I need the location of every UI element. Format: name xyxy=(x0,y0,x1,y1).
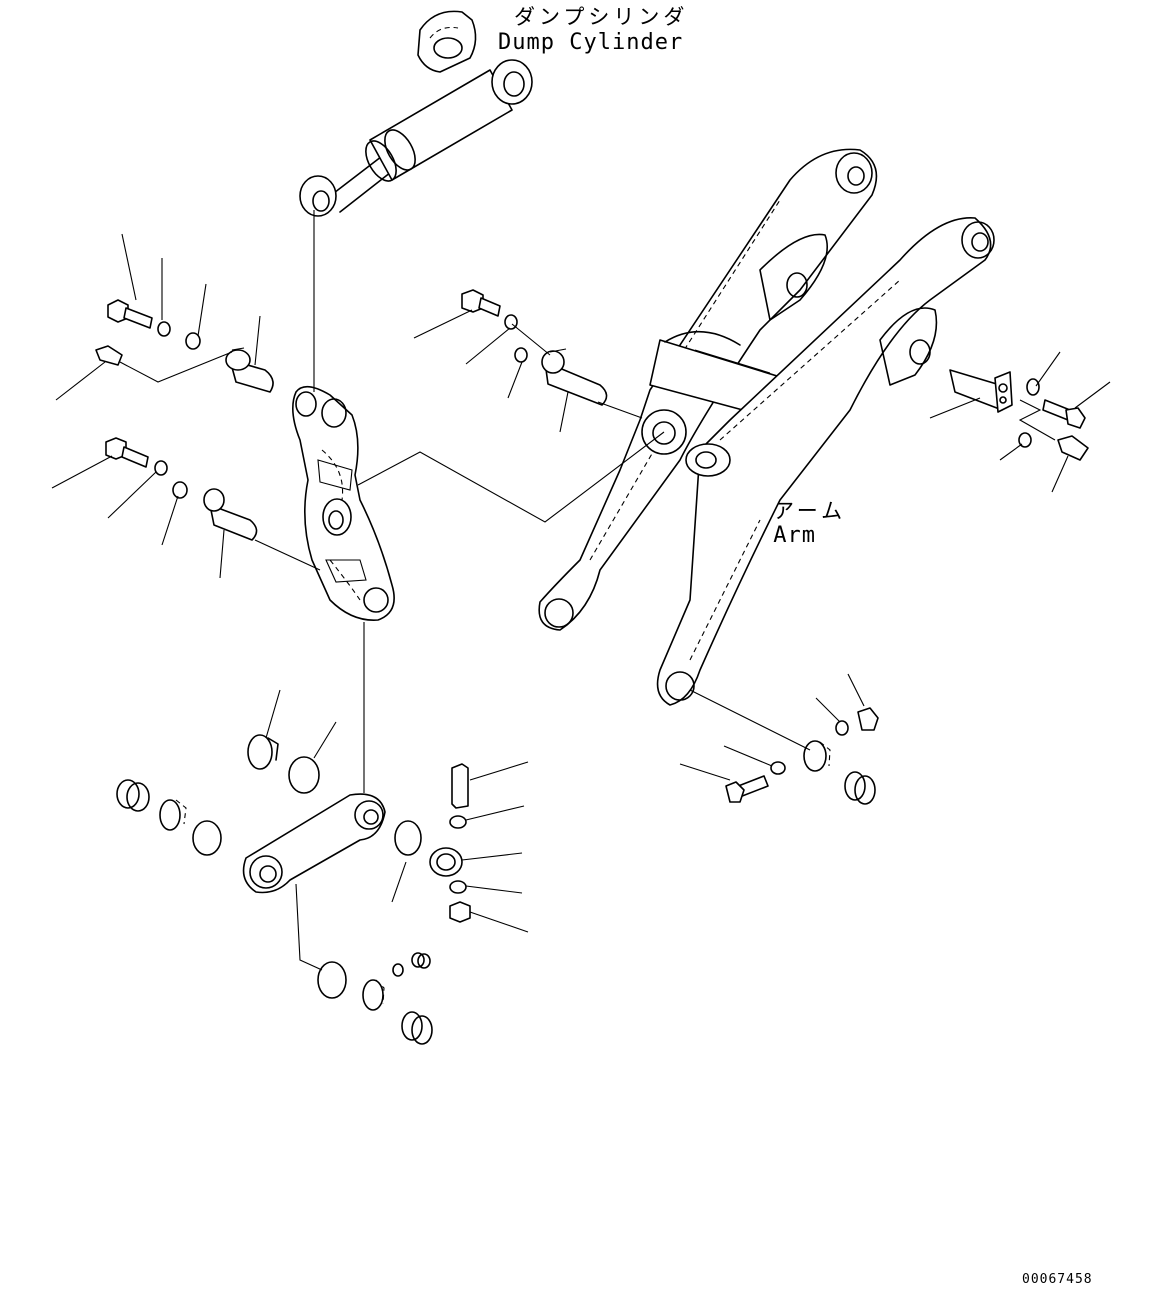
bolt-upper-left xyxy=(107,299,171,337)
grease-fitting-upper-left xyxy=(95,332,201,366)
bolt-lower-center xyxy=(429,763,471,923)
pin-lower-left xyxy=(203,488,258,541)
dump-cylinder xyxy=(299,10,533,217)
bell-crank xyxy=(292,385,395,621)
dump-cylinder-label-jp: ダンプシリンダ xyxy=(514,5,688,29)
pin-upper-left xyxy=(225,347,274,393)
rings-and-shims xyxy=(116,734,876,1045)
pin-right xyxy=(949,369,1013,413)
bolt-lower-left xyxy=(105,437,188,499)
lower-link xyxy=(242,793,386,894)
dump-cylinder-label-en: Dump Cylinder xyxy=(498,30,683,55)
bolt-right xyxy=(1018,378,1089,461)
leader-lines xyxy=(51,233,1111,933)
connection-lines xyxy=(119,210,1056,971)
reference-number: 00067458 xyxy=(1022,1272,1093,1287)
lift-arm xyxy=(538,148,995,706)
pin-center xyxy=(541,348,608,406)
bolt-lower-right xyxy=(725,707,879,803)
bolt-center xyxy=(461,289,528,363)
